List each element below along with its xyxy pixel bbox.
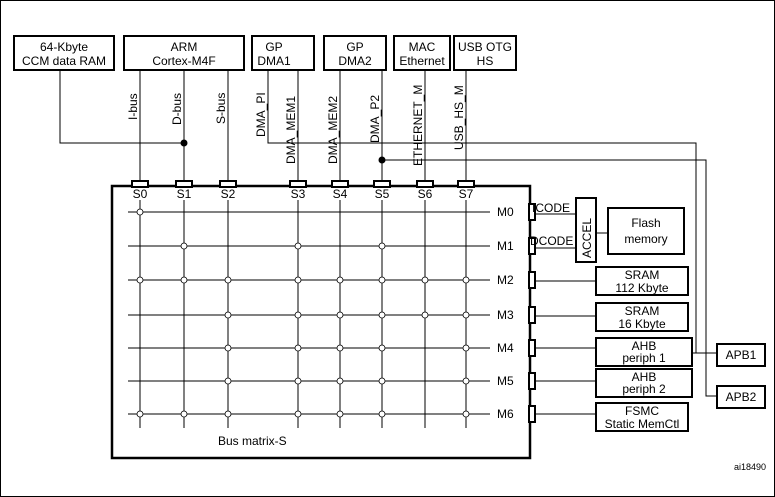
flash-label-2: memory bbox=[624, 232, 667, 246]
ccm-ram-label-1: 64-Kbyte bbox=[40, 40, 88, 54]
dma-mem1-label: DMA_MEM1 bbox=[284, 96, 298, 164]
master-port-m1: M1 bbox=[497, 239, 514, 253]
accel-label: ACCEL bbox=[580, 218, 594, 258]
cpu-label-2: Cortex-M4F bbox=[152, 54, 215, 68]
slave-port-s5: S5 bbox=[375, 187, 390, 201]
ahb1-label-2: periph 1 bbox=[622, 351, 666, 365]
accel-box: ACCEL bbox=[575, 197, 597, 263]
apb2-label: APB2 bbox=[726, 390, 757, 404]
dma1-box: GP DMA1 bbox=[251, 35, 315, 71]
sram2-label-1: SRAM bbox=[625, 304, 660, 318]
usb-label-2: HS bbox=[477, 54, 494, 68]
ccm-ram-label-2: CCM data RAM bbox=[22, 54, 106, 68]
dma-p2-label: DMA_P2 bbox=[368, 95, 382, 143]
master-port-m0: M0 bbox=[497, 205, 514, 219]
flash-box: Flash memory bbox=[607, 207, 685, 255]
dma-pi-label: DMA_PI bbox=[254, 92, 268, 137]
slave-port-s0: S0 bbox=[133, 187, 148, 201]
dma-mem2-label: DMA_MEM2 bbox=[326, 96, 340, 164]
ahb1-label-1: AHB bbox=[632, 339, 657, 353]
apb2-box: APB2 bbox=[716, 385, 766, 409]
master-port-m6: M6 bbox=[497, 407, 514, 421]
ibus-label: I-bus bbox=[126, 93, 140, 120]
junction-dot-dbus bbox=[180, 139, 188, 147]
master-port-m3: M3 bbox=[497, 308, 514, 322]
ahb2-box: AHB periph 2 bbox=[595, 368, 693, 398]
mac-label-1: MAC bbox=[409, 40, 436, 54]
mac-label-2: Ethernet bbox=[399, 54, 445, 68]
ethernet-m-label: ETHERNET_M bbox=[411, 85, 425, 166]
dbus-label: D-bus bbox=[170, 93, 184, 125]
sram1-label-1: SRAM bbox=[625, 268, 660, 282]
ahb1-box: AHB periph 1 bbox=[595, 337, 693, 367]
dma1-label-1: GP bbox=[265, 40, 282, 54]
usb-box: USB OTG HS bbox=[453, 35, 517, 71]
dma1-label-2: DMA1 bbox=[257, 54, 291, 68]
sbus-label: S-bus bbox=[214, 93, 228, 124]
apb1-label: APB1 bbox=[726, 348, 757, 362]
fsmc-label-1: FSMC bbox=[625, 404, 659, 418]
icode-label: ICODE bbox=[532, 201, 570, 215]
dma2-label-1: GP bbox=[346, 40, 363, 54]
slave-port-s3: S3 bbox=[291, 187, 306, 201]
dcode-label: DCODE bbox=[530, 234, 573, 248]
slave-port-s7: S7 bbox=[459, 187, 474, 201]
ahb2-label-1: AHB bbox=[632, 370, 657, 384]
sram2-label-2: 16 Kbyte bbox=[618, 317, 666, 331]
mac-box: MAC Ethernet bbox=[393, 35, 451, 71]
slave-port-s2: S2 bbox=[221, 187, 236, 201]
bus-matrix-label: Bus matrix-S bbox=[218, 434, 287, 448]
usb-label-1: USB OTG bbox=[458, 40, 512, 54]
bus-matrix-box bbox=[110, 184, 532, 460]
dma2-label-2: DMA2 bbox=[338, 54, 372, 68]
master-port-m2: M2 bbox=[497, 273, 514, 287]
junction-dot-dma-p2 bbox=[378, 156, 386, 164]
bus-labels: I-bus D-bus S-bus DMA_PI DMA_MEM1 DMA_ME… bbox=[126, 85, 466, 166]
apb1-box: APB1 bbox=[716, 343, 766, 367]
slave-port-labels: S0 S1 S2 S3 S4 S5 S6 S7 bbox=[133, 187, 474, 201]
slave-port-tabs bbox=[131, 180, 475, 188]
sram2-box: SRAM 16 Kbyte bbox=[595, 302, 689, 332]
slave-connections bbox=[535, 213, 717, 415]
fsmc-label-2: Static MemCtl bbox=[605, 417, 680, 431]
master-port-m5: M5 bbox=[497, 374, 514, 388]
flash-label-1: Flash bbox=[631, 216, 660, 230]
dma2-box: GP DMA2 bbox=[323, 35, 387, 71]
slave-port-s1: S1 bbox=[177, 187, 192, 201]
usb-hs-m-label: USB_HS_M bbox=[452, 85, 466, 150]
ccm-ram-box: 64-Kbyte CCM data RAM bbox=[13, 35, 115, 71]
figure-reference: ai18490 bbox=[734, 462, 766, 472]
sram1-label-2: 112 Kbyte bbox=[615, 281, 668, 295]
sram1-box: SRAM 112 Kbyte bbox=[595, 266, 689, 296]
fsmc-box: FSMC Static MemCtl bbox=[595, 402, 689, 432]
matrix-nodes bbox=[136, 208, 470, 418]
cpu-box: ARM Cortex-M4F bbox=[123, 35, 245, 71]
slave-port-s4: S4 bbox=[333, 187, 348, 201]
slave-port-s6: S6 bbox=[418, 187, 433, 201]
ahb2-label-2: periph 2 bbox=[622, 382, 666, 396]
master-port-m4: M4 bbox=[497, 341, 514, 355]
master-port-labels: M0 M1 M2 M3 M4 M5 M6 bbox=[497, 205, 514, 421]
cpu-label-1: ARM bbox=[171, 40, 198, 54]
